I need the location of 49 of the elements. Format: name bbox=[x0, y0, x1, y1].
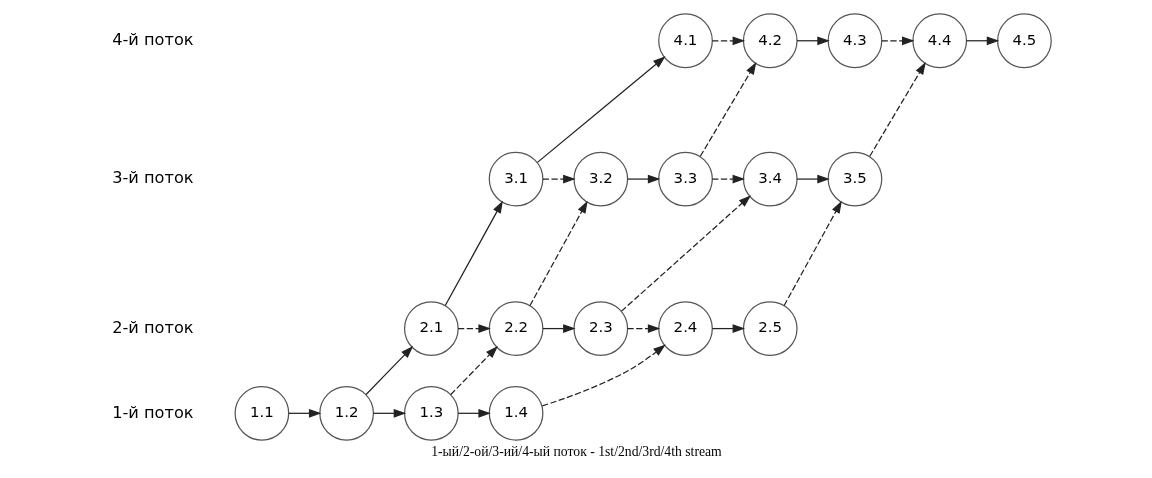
arrow bbox=[528, 200, 588, 306]
node-circle: 3.5 bbox=[827, 151, 882, 206]
node-circle: 4.2 bbox=[742, 12, 798, 68]
arrow bbox=[541, 344, 666, 407]
arrow bbox=[620, 194, 751, 312]
node-circle: 2.5 bbox=[742, 300, 798, 356]
node-circle: 1.4 bbox=[488, 385, 543, 441]
node-circle: 4.4 bbox=[911, 12, 967, 68]
arrow bbox=[795, 35, 830, 45]
arrow bbox=[783, 200, 842, 306]
arrow bbox=[287, 408, 321, 418]
arrow bbox=[626, 174, 660, 183]
arrow bbox=[711, 35, 745, 45]
node-circle: 3.1 bbox=[488, 151, 543, 206]
label: 2-й поток bbox=[111, 317, 194, 337]
label: 3-й поток bbox=[111, 167, 194, 187]
arrow bbox=[365, 345, 413, 395]
arrow bbox=[880, 35, 914, 45]
arrow bbox=[711, 323, 745, 333]
arrow bbox=[536, 55, 666, 163]
arrow bbox=[372, 408, 406, 418]
arrow bbox=[457, 408, 491, 418]
node-circle: 4.1 bbox=[657, 12, 713, 68]
arrow bbox=[541, 174, 576, 183]
arrow bbox=[795, 174, 830, 183]
arrow bbox=[444, 200, 503, 306]
node-circle: 1.1 bbox=[234, 385, 289, 441]
node-circle: 3.4 bbox=[742, 151, 798, 206]
arrow bbox=[449, 345, 498, 395]
node-circle: 2.3 bbox=[572, 300, 628, 356]
caption: 1-ый/2-ой/3-ий/4-ый поток - 1st/2nd/3rd/4th stream bbox=[430, 443, 722, 459]
node-circle: 3.2 bbox=[572, 151, 628, 206]
node-circle: 1.2 bbox=[318, 385, 374, 441]
arrow bbox=[626, 323, 660, 333]
arrow bbox=[457, 323, 491, 333]
node-circle: 2.4 bbox=[657, 300, 713, 356]
label: 4-й поток bbox=[111, 29, 194, 49]
arrow bbox=[541, 323, 576, 333]
node-circle: 2.1 bbox=[403, 300, 459, 356]
node-circle: 4.5 bbox=[996, 12, 1052, 68]
node-circle: 3.3 bbox=[657, 151, 713, 206]
arrow bbox=[868, 61, 926, 157]
arrow bbox=[965, 35, 999, 45]
node-circle: 4.3 bbox=[827, 12, 882, 68]
label: 1-й поток bbox=[111, 402, 194, 422]
arrow bbox=[699, 61, 756, 157]
arrow bbox=[711, 174, 745, 183]
node-circle: 1.3 bbox=[403, 385, 459, 441]
node-circle: 2.2 bbox=[488, 300, 543, 356]
